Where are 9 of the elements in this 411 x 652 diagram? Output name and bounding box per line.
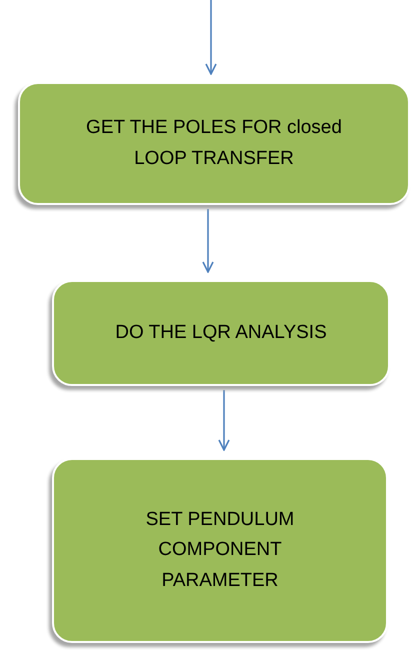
process-box — [18, 82, 410, 205]
arrow — [205, 0, 217, 75]
box-label: GET THE POLES FOR closed LOOP TRANSFER — [85, 116, 343, 170]
box-label: DO THE LQR ANALYSIS — [115, 320, 327, 345]
process-box — [52, 458, 388, 643]
process-box — [52, 280, 390, 386]
arrow — [202, 209, 214, 273]
arrow — [218, 390, 230, 451]
box-label: SET PENDULUM COMPONENT PARAMETER — [144, 508, 296, 593]
